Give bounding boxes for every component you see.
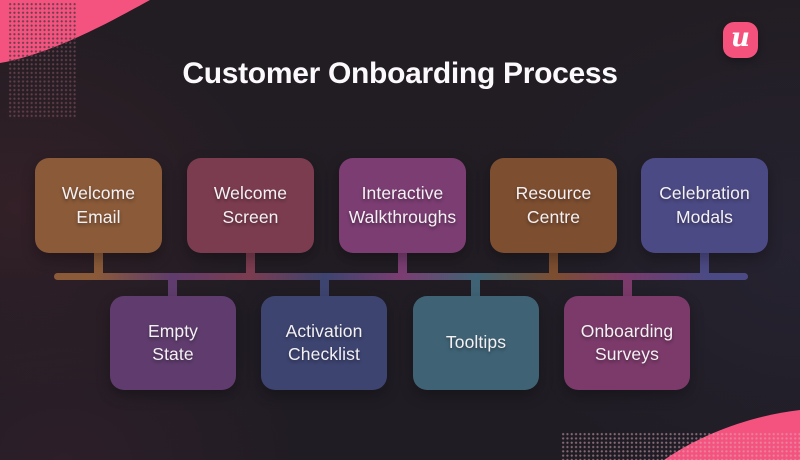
userpilot-logo: u (723, 22, 758, 58)
node-label: Tooltips (445, 332, 507, 353)
node-label: Onboarding Surveys (580, 320, 674, 364)
node-label: Celebration Modals (659, 183, 750, 227)
page-title: Customer Onboarding Process (182, 57, 618, 90)
node-onboarding-surveys: Onboarding Surveys (564, 296, 690, 390)
pink-blob-shape (664, 410, 800, 460)
node-label: Empty State (147, 320, 199, 364)
timeline-bar (54, 273, 748, 280)
node-interactive-walkthroughs: Interactive Walkthroughs (339, 158, 466, 253)
connector-welcome-screen (246, 250, 255, 274)
pink-blob-bottom-right (664, 410, 800, 460)
node-label: Resource Centre (515, 183, 592, 227)
connector-resource-centre (549, 250, 558, 274)
logo-u-glyph: u (731, 23, 750, 53)
node-label: Welcome Email (61, 183, 136, 227)
connector-welcome-email (94, 250, 103, 274)
node-label: Activation Checklist (285, 320, 363, 364)
node-welcome-email: Welcome Email (35, 158, 162, 253)
connector-activation-checklist (320, 279, 329, 297)
node-welcome-screen: Welcome Screen (187, 158, 314, 253)
node-tooltips: Tooltips (413, 296, 539, 390)
node-empty-state: Empty State (110, 296, 236, 390)
connector-interactive-walkthroughs (398, 250, 407, 274)
connector-onboarding-surveys (623, 279, 632, 297)
connector-celebration-modals (700, 250, 709, 274)
node-resource-centre: Resource Centre (490, 158, 617, 253)
connector-tooltips (471, 279, 480, 297)
dot-pattern-bottom-right (561, 432, 800, 460)
node-activation-checklist: Activation Checklist (261, 296, 387, 390)
node-label: Welcome Screen (213, 183, 288, 227)
node-label: Interactive Walkthroughs (348, 183, 457, 227)
node-celebration-modals: Celebration Modals (641, 158, 768, 253)
pink-blob-shape (0, 0, 150, 63)
connector-empty-state (168, 279, 177, 297)
